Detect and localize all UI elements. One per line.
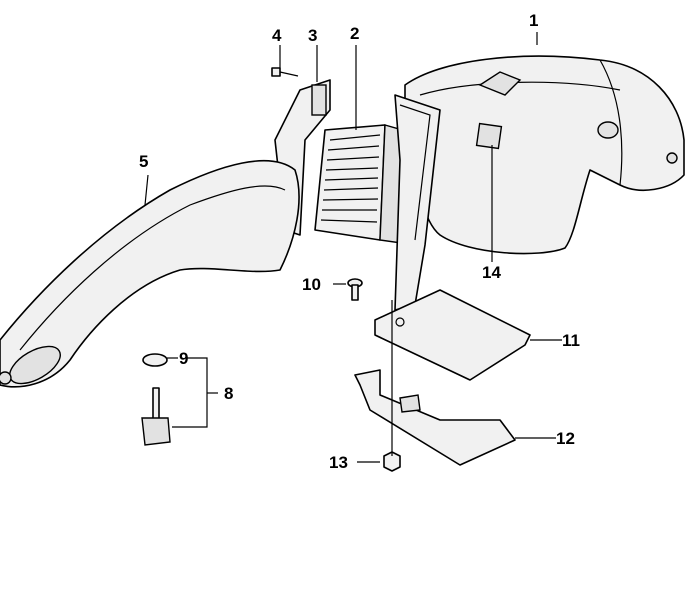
callout-5: 5 — [139, 152, 149, 171]
callout-14: 14 — [482, 263, 501, 282]
callout-8: 8 — [224, 384, 234, 403]
part-10-screw — [347, 278, 363, 301]
callout-13: 13 — [329, 453, 348, 472]
part-4-screw — [271, 67, 299, 77]
callout-4: 4 — [272, 26, 282, 45]
part-1-housing-cover — [404, 55, 685, 255]
callout-11: 11 — [562, 331, 580, 350]
part-11-plate — [374, 289, 531, 381]
leader-lines — [144, 32, 562, 463]
part-12-bracket — [354, 369, 516, 466]
callout-12: 12 — [556, 429, 575, 448]
callout-3: 3 — [308, 26, 318, 45]
part-5-intake-duct — [0, 159, 300, 388]
callout-9: 9 — [179, 349, 189, 368]
callout-10: 10 — [302, 275, 321, 294]
part-9-o-ring — [142, 353, 168, 367]
callout-1: 1 — [529, 11, 539, 30]
callout-2: 2 — [350, 24, 360, 43]
part-8-sensor — [141, 387, 171, 446]
